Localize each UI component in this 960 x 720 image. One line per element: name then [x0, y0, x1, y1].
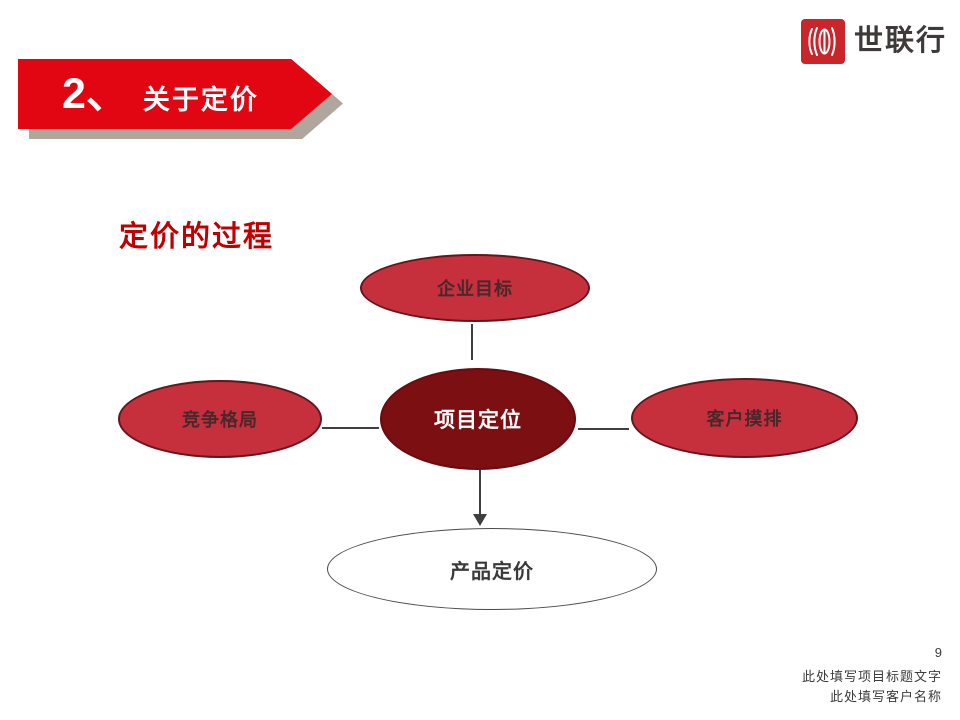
footer-client-name: 此处填写客户名称 [829, 689, 942, 704]
worldunion-seal-icon [801, 19, 845, 64]
node-customer-survey: 客户摸排 [631, 378, 858, 458]
node-competitive-landscape: 竞争格局 [118, 380, 322, 458]
node-project-positioning: 项目定位 [380, 368, 576, 470]
section-banner: 2、 关于定价 [18, 59, 332, 129]
section-number: 2、 [62, 69, 129, 118]
connector-top-to-center [471, 324, 473, 360]
connector-left-to-center [322, 427, 379, 429]
arrow-down-icon [473, 514, 487, 526]
connector-right-to-center [578, 428, 629, 430]
node-product-pricing: 产品定价 [327, 528, 657, 610]
node-enterprise-goals: 企业目标 [360, 254, 590, 322]
slide-footer: 9 此处填写项目标题文字 此处填写客户名称 [802, 645, 942, 707]
logo: 世联行 [801, 19, 947, 64]
section-title: 关于定价 [142, 84, 259, 115]
brand-name: 世联行 [854, 25, 948, 57]
connector-center-to-bottom [479, 470, 481, 516]
page-title: 定价的过程 [119, 221, 275, 253]
footer-project-title: 此处填写项目标题文字 [801, 669, 942, 684]
page-number: 9 [934, 645, 942, 660]
